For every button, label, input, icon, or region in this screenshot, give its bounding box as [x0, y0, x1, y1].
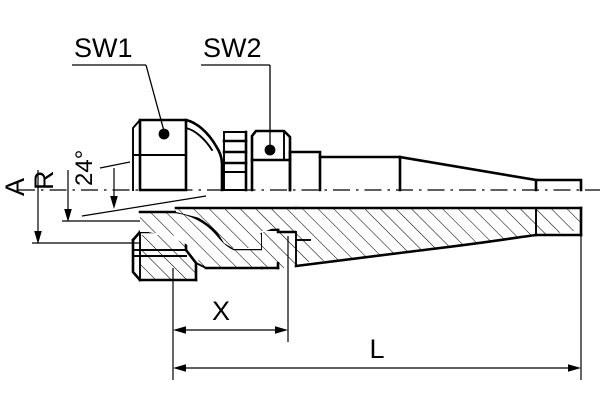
end-stub-upper [534, 178, 583, 192]
dimension-l[interactable]: L [173, 334, 581, 372]
dimension-x-label: X [212, 296, 230, 326]
dimension-angle-arrow [110, 196, 118, 209]
dimension-angle-upper-tick [99, 161, 131, 169]
tapered-nipple-upper [398, 155, 538, 192]
swivel-nut-sw1-lower-section [131, 230, 198, 282]
tapered-nipple-lower-section [294, 206, 583, 268]
dimension-r-label: R [29, 171, 59, 191]
dimension-x-arrow-left [173, 326, 186, 334]
thread-section-upper [222, 130, 248, 192]
dimension-angle-seat-line [81, 195, 207, 217]
dimension-l-arrow-right [568, 364, 581, 372]
sw2-label: SW2 [203, 33, 262, 63]
dimension-angle-label: 24° [71, 150, 98, 186]
dimension-x-arrow-right [275, 326, 288, 334]
sw2-leader-dot [264, 144, 276, 156]
dimension-a[interactable]: A [0, 170, 140, 244]
sw1-label: SW1 [74, 33, 133, 63]
sw1-leader-dot [158, 128, 170, 140]
dimension-a-label: A [0, 178, 30, 196]
hex-sw2-upper [250, 129, 292, 192]
dimension-r[interactable]: R [29, 170, 140, 222]
dimension-a-arrow [34, 231, 42, 244]
dimension-l-label: L [369, 334, 384, 364]
dimension-l-arrow-left [173, 364, 186, 372]
ferrule-sleeve-upper [318, 155, 402, 192]
callout-sw2[interactable]: SW2 [201, 33, 276, 156]
sw1-leader-line [145, 64, 165, 132]
extension-lines [172, 232, 582, 380]
dimension-x[interactable]: X [173, 296, 288, 334]
body-transition-upper [184, 118, 224, 192]
callout-sw1[interactable]: SW1 [72, 33, 170, 140]
dimension-r-arrow [64, 209, 72, 222]
swivel-nut-sw1-upper [132, 118, 188, 192]
collar-upper [288, 150, 322, 192]
dimension-angle-24[interactable]: 24° [71, 150, 207, 217]
